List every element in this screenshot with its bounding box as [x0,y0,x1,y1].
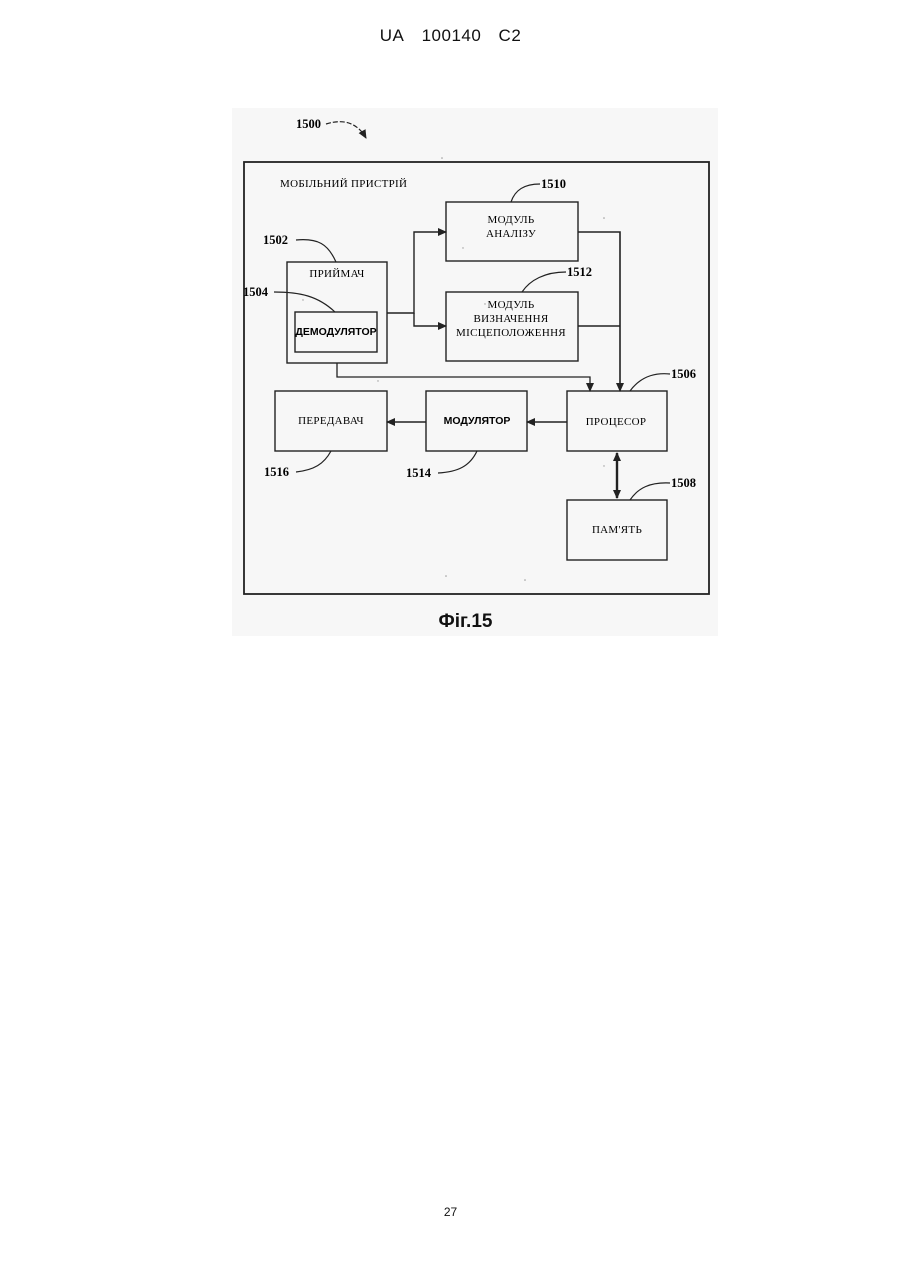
receiver-to-processor-arrow [337,363,590,391]
ref-1512: 1512 [567,265,592,279]
ref-1508: 1508 [671,476,696,490]
modulator-label: МОДУЛЯТОР [444,415,511,427]
scan-specks [302,157,605,581]
transmitter-label: ПЕРЕДАВАЧ [298,415,364,427]
receiver-to-location-arrow [414,313,446,326]
analysis-module-line1: МОДУЛЬ [488,214,535,226]
ref-1500: 1500 [296,117,321,131]
processor-label: ПРОЦЕСОР [586,416,647,428]
ref-1506-leader [630,374,670,391]
ref-1516-leader [296,451,331,472]
ref-1516: 1516 [264,465,289,479]
figure-caption: Фіг.15 [0,611,901,633]
ref-1504-leader [274,292,335,312]
ref-1500-leader [326,122,366,138]
analysis-module-line2: АНАЛІЗУ [486,228,536,240]
location-module-line2: ВИЗНАЧЕННЯ [473,313,548,325]
ref-1514: 1514 [406,466,432,480]
receiver-label: ПРИЙМАЧ [309,268,364,280]
ref-1502-leader [296,240,336,262]
page-number: 27 [0,1205,901,1219]
mobile-device-label: МОБІЛЬНИЙ ПРИСТРІЙ [280,178,407,190]
memory-label: ПАМ'ЯТЬ [592,524,642,536]
ref-1506: 1506 [671,367,696,381]
analysis-to-processor-arrow [578,232,620,391]
demodulator-label: ДЕМОДУЛЯТОР [295,326,376,338]
ref-1510-leader [511,184,540,202]
location-module-line3: МІСЦЕПОЛОЖЕННЯ [456,327,566,339]
ref-1512-leader [522,272,566,292]
location-module-line1: МОДУЛЬ [488,299,535,311]
receiver-to-analysis-arrow [387,232,446,313]
ref-1510: 1510 [541,177,566,191]
ref-1504: 1504 [243,285,269,299]
ref-1508-leader [630,483,670,500]
ref-1502: 1502 [263,233,288,247]
ref-1514-leader [438,451,477,473]
